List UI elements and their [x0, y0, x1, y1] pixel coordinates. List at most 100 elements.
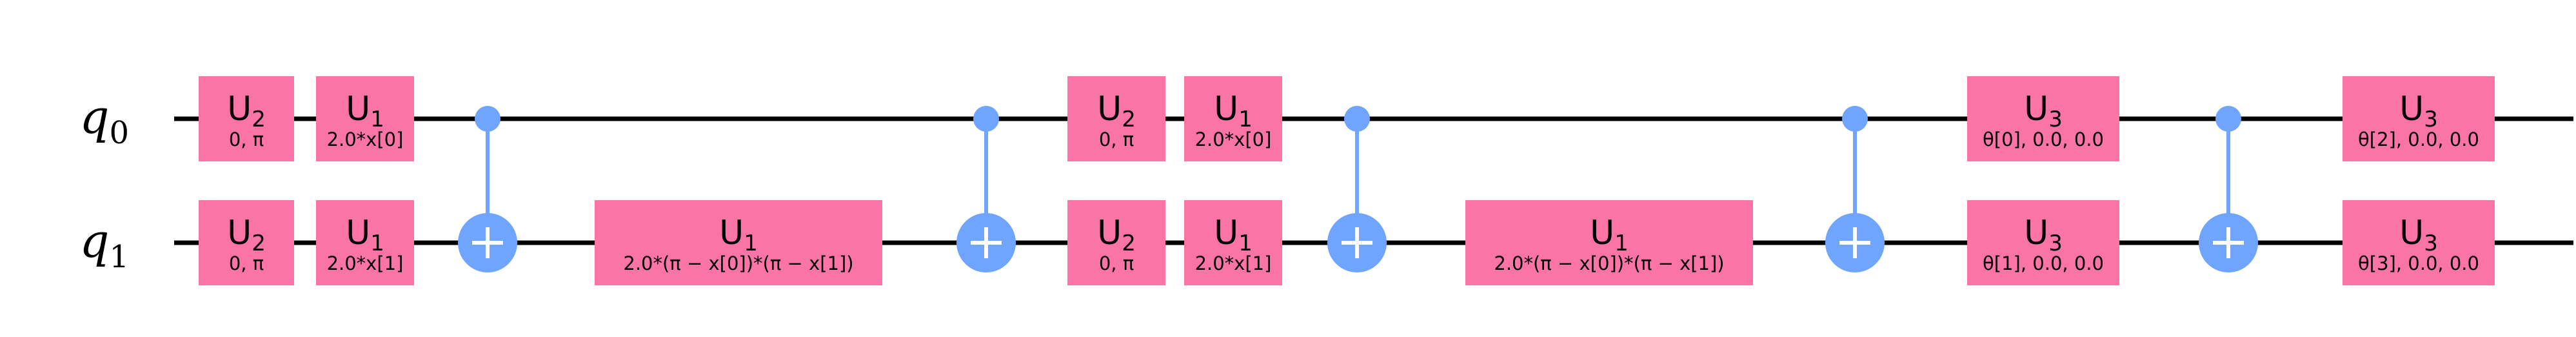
- gate-u3: U3θ[1], 0.0, 0.0: [1967, 200, 2119, 285]
- gate-box: [1967, 200, 2119, 285]
- gate-name-subscript: 1: [1238, 230, 1253, 256]
- gate-name-letter: U: [227, 90, 252, 128]
- gate-name-subscript: 1: [744, 230, 758, 256]
- gate-parameters: θ[2], 0.0, 0.0: [2358, 128, 2479, 150]
- gate-parameters: 0, π: [229, 128, 264, 150]
- cnot-gate: [2199, 106, 2258, 272]
- gate-name-letter: U: [227, 214, 252, 252]
- gate-name: U1: [1214, 90, 1253, 132]
- gate-box: [316, 76, 414, 161]
- gate-name: U2: [227, 90, 266, 132]
- gate-name: U1: [719, 214, 758, 256]
- gate-name-letter: U: [1214, 214, 1238, 252]
- cnot-control-dot: [1344, 106, 1370, 132]
- gate-box: [316, 200, 414, 285]
- qubit-label-q0: q0: [79, 90, 129, 151]
- qubit-label-q1: q1: [79, 214, 129, 275]
- gate-u1: U12.0*(π − x[0])*(π − x[1]): [595, 200, 882, 285]
- qubit-label-index: 0: [109, 115, 129, 151]
- gate-name-subscript: 2: [252, 107, 266, 132]
- gate-parameters: 2.0*x[1]: [327, 252, 404, 274]
- gate-name: U3: [2024, 90, 2063, 132]
- gate-name-letter: U: [1590, 214, 1614, 252]
- gate-name-subscript: 3: [2424, 107, 2438, 132]
- gate-parameters: 2.0*(π − x[0])*(π − x[1]): [1494, 252, 1724, 274]
- gate-name: U2: [1097, 90, 1136, 132]
- gate-box: [1184, 200, 1282, 285]
- gate-name-subscript: 3: [2048, 107, 2063, 132]
- gate-u1: U12.0*x[1]: [316, 200, 414, 285]
- gate-box: [1967, 76, 2119, 161]
- gate-name: U3: [2024, 214, 2063, 256]
- gate-name-subscript: 1: [1238, 107, 1253, 132]
- gate-box: [199, 76, 294, 161]
- gate-name: U3: [2399, 214, 2438, 256]
- gate-name: U1: [1590, 214, 1629, 256]
- gate-parameters: 2.0*x[0]: [327, 128, 404, 150]
- qubit-label-symbol: q: [79, 214, 109, 268]
- gate-u2: U20, π: [199, 200, 294, 285]
- gate-name: U2: [227, 214, 266, 256]
- gate-name-letter: U: [346, 214, 370, 252]
- gate-box: [2343, 76, 2495, 161]
- gate-name-subscript: 3: [2048, 230, 2063, 256]
- gate-name-letter: U: [2024, 90, 2048, 128]
- gate-name-letter: U: [1214, 90, 1238, 128]
- gate-name-subscript: 1: [1614, 230, 1629, 256]
- gate-name-letter: U: [1097, 90, 1122, 128]
- gate-name-letter: U: [719, 214, 744, 252]
- gate-parameters: 0, π: [1099, 128, 1134, 150]
- gate-parameters: 2.0*x[1]: [1195, 252, 1272, 274]
- qubit-labels: q0 q1: [79, 90, 129, 275]
- cnot-control-dot: [1842, 106, 1868, 132]
- gate-box: [1465, 200, 1753, 285]
- gate-name-letter: U: [2024, 214, 2048, 252]
- gate-name-letter: U: [1097, 214, 1122, 252]
- gate-u3: U3θ[0], 0.0, 0.0: [1967, 76, 2119, 161]
- gate-parameters: 0, π: [229, 252, 264, 274]
- gate-box: [595, 200, 882, 285]
- gate-name: U1: [346, 90, 384, 132]
- gate-parameters: θ[3], 0.0, 0.0: [2358, 252, 2479, 274]
- gate-name-subscript: 2: [1122, 107, 1136, 132]
- gate-name-letter: U: [2399, 90, 2424, 128]
- cnot-gate: [458, 106, 517, 272]
- cnot-control-dot: [973, 106, 999, 132]
- gate-name-subscript: 2: [1122, 230, 1136, 256]
- gate-parameters: 2.0*(π − x[0])*(π − x[1]): [623, 252, 853, 274]
- gate-name: U1: [1214, 214, 1253, 256]
- gate-u2: U20, π: [1067, 76, 1165, 161]
- gate-u2: U20, π: [1067, 200, 1165, 285]
- cnot-gate: [1327, 106, 1387, 272]
- gate-box: [1067, 76, 1165, 161]
- gate-parameters: θ[0], 0.0, 0.0: [1983, 128, 2104, 150]
- gate-name-subscript: 2: [252, 230, 266, 256]
- qubit-label-symbol: q: [79, 90, 109, 144]
- gate-u1: U12.0*x[0]: [316, 76, 414, 161]
- cnot-control-dot: [2215, 106, 2241, 132]
- gate-box: [1067, 200, 1165, 285]
- gate-name: U1: [346, 214, 384, 256]
- gate-name: U3: [2399, 90, 2438, 132]
- cnot-control-dot: [475, 106, 500, 132]
- gate-name: U2: [1097, 214, 1136, 256]
- gate-name-letter: U: [346, 90, 370, 128]
- gate-box: [199, 200, 294, 285]
- gate-u3: U3θ[3], 0.0, 0.0: [2343, 200, 2495, 285]
- gate-u1: U12.0*x[1]: [1184, 200, 1282, 285]
- gate-parameters: θ[1], 0.0, 0.0: [1983, 252, 2104, 274]
- gate-name-subscript: 3: [2424, 230, 2438, 256]
- gate-u1: U12.0*x[0]: [1184, 76, 1282, 161]
- gate-u3: U3θ[2], 0.0, 0.0: [2343, 76, 2495, 161]
- gate-parameters: 2.0*x[0]: [1195, 128, 1272, 150]
- gate-u2: U20, π: [199, 76, 294, 161]
- gate-u1: U12.0*(π − x[0])*(π − x[1]): [1465, 200, 1753, 285]
- cnot-gates: [458, 106, 2258, 272]
- gate-name-subscript: 1: [370, 230, 384, 256]
- cnot-gate: [956, 106, 1016, 272]
- gate-box: [2343, 200, 2495, 285]
- qubit-label-index: 1: [109, 239, 129, 275]
- gate-box: [1184, 76, 1282, 161]
